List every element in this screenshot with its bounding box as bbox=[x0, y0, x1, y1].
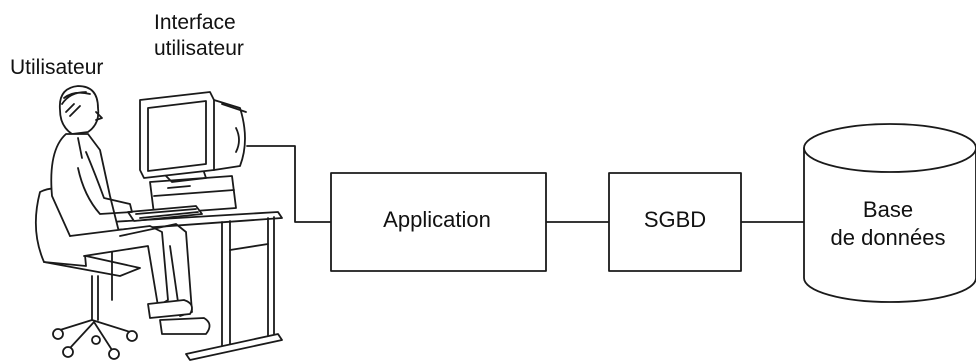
keyboard-icon bbox=[127, 205, 203, 222]
database-label-line2: de données bbox=[830, 225, 946, 250]
database-label-line1: Base bbox=[862, 197, 914, 222]
sgbd-label: SGBD bbox=[643, 207, 707, 232]
database-label: Base de données bbox=[800, 196, 976, 252]
user-label: Utilisateur bbox=[10, 56, 104, 79]
desk-icon bbox=[109, 211, 283, 361]
database-cylinder-icon bbox=[803, 123, 976, 303]
user-icon bbox=[50, 85, 211, 335]
application-box bbox=[330, 172, 547, 272]
connector-interface-application bbox=[246, 145, 332, 223]
sgbd-box bbox=[608, 172, 742, 272]
user-interface-label-line1: Interface bbox=[154, 11, 236, 34]
user-interface-label-line2: utilisateur bbox=[154, 37, 244, 60]
workstation-illustration bbox=[34, 85, 283, 361]
computer-case-icon bbox=[149, 175, 237, 215]
user-interface-label: Interface utilisateur bbox=[154, 10, 244, 62]
monitor-icon bbox=[139, 91, 247, 183]
application-label: Application bbox=[383, 207, 491, 232]
